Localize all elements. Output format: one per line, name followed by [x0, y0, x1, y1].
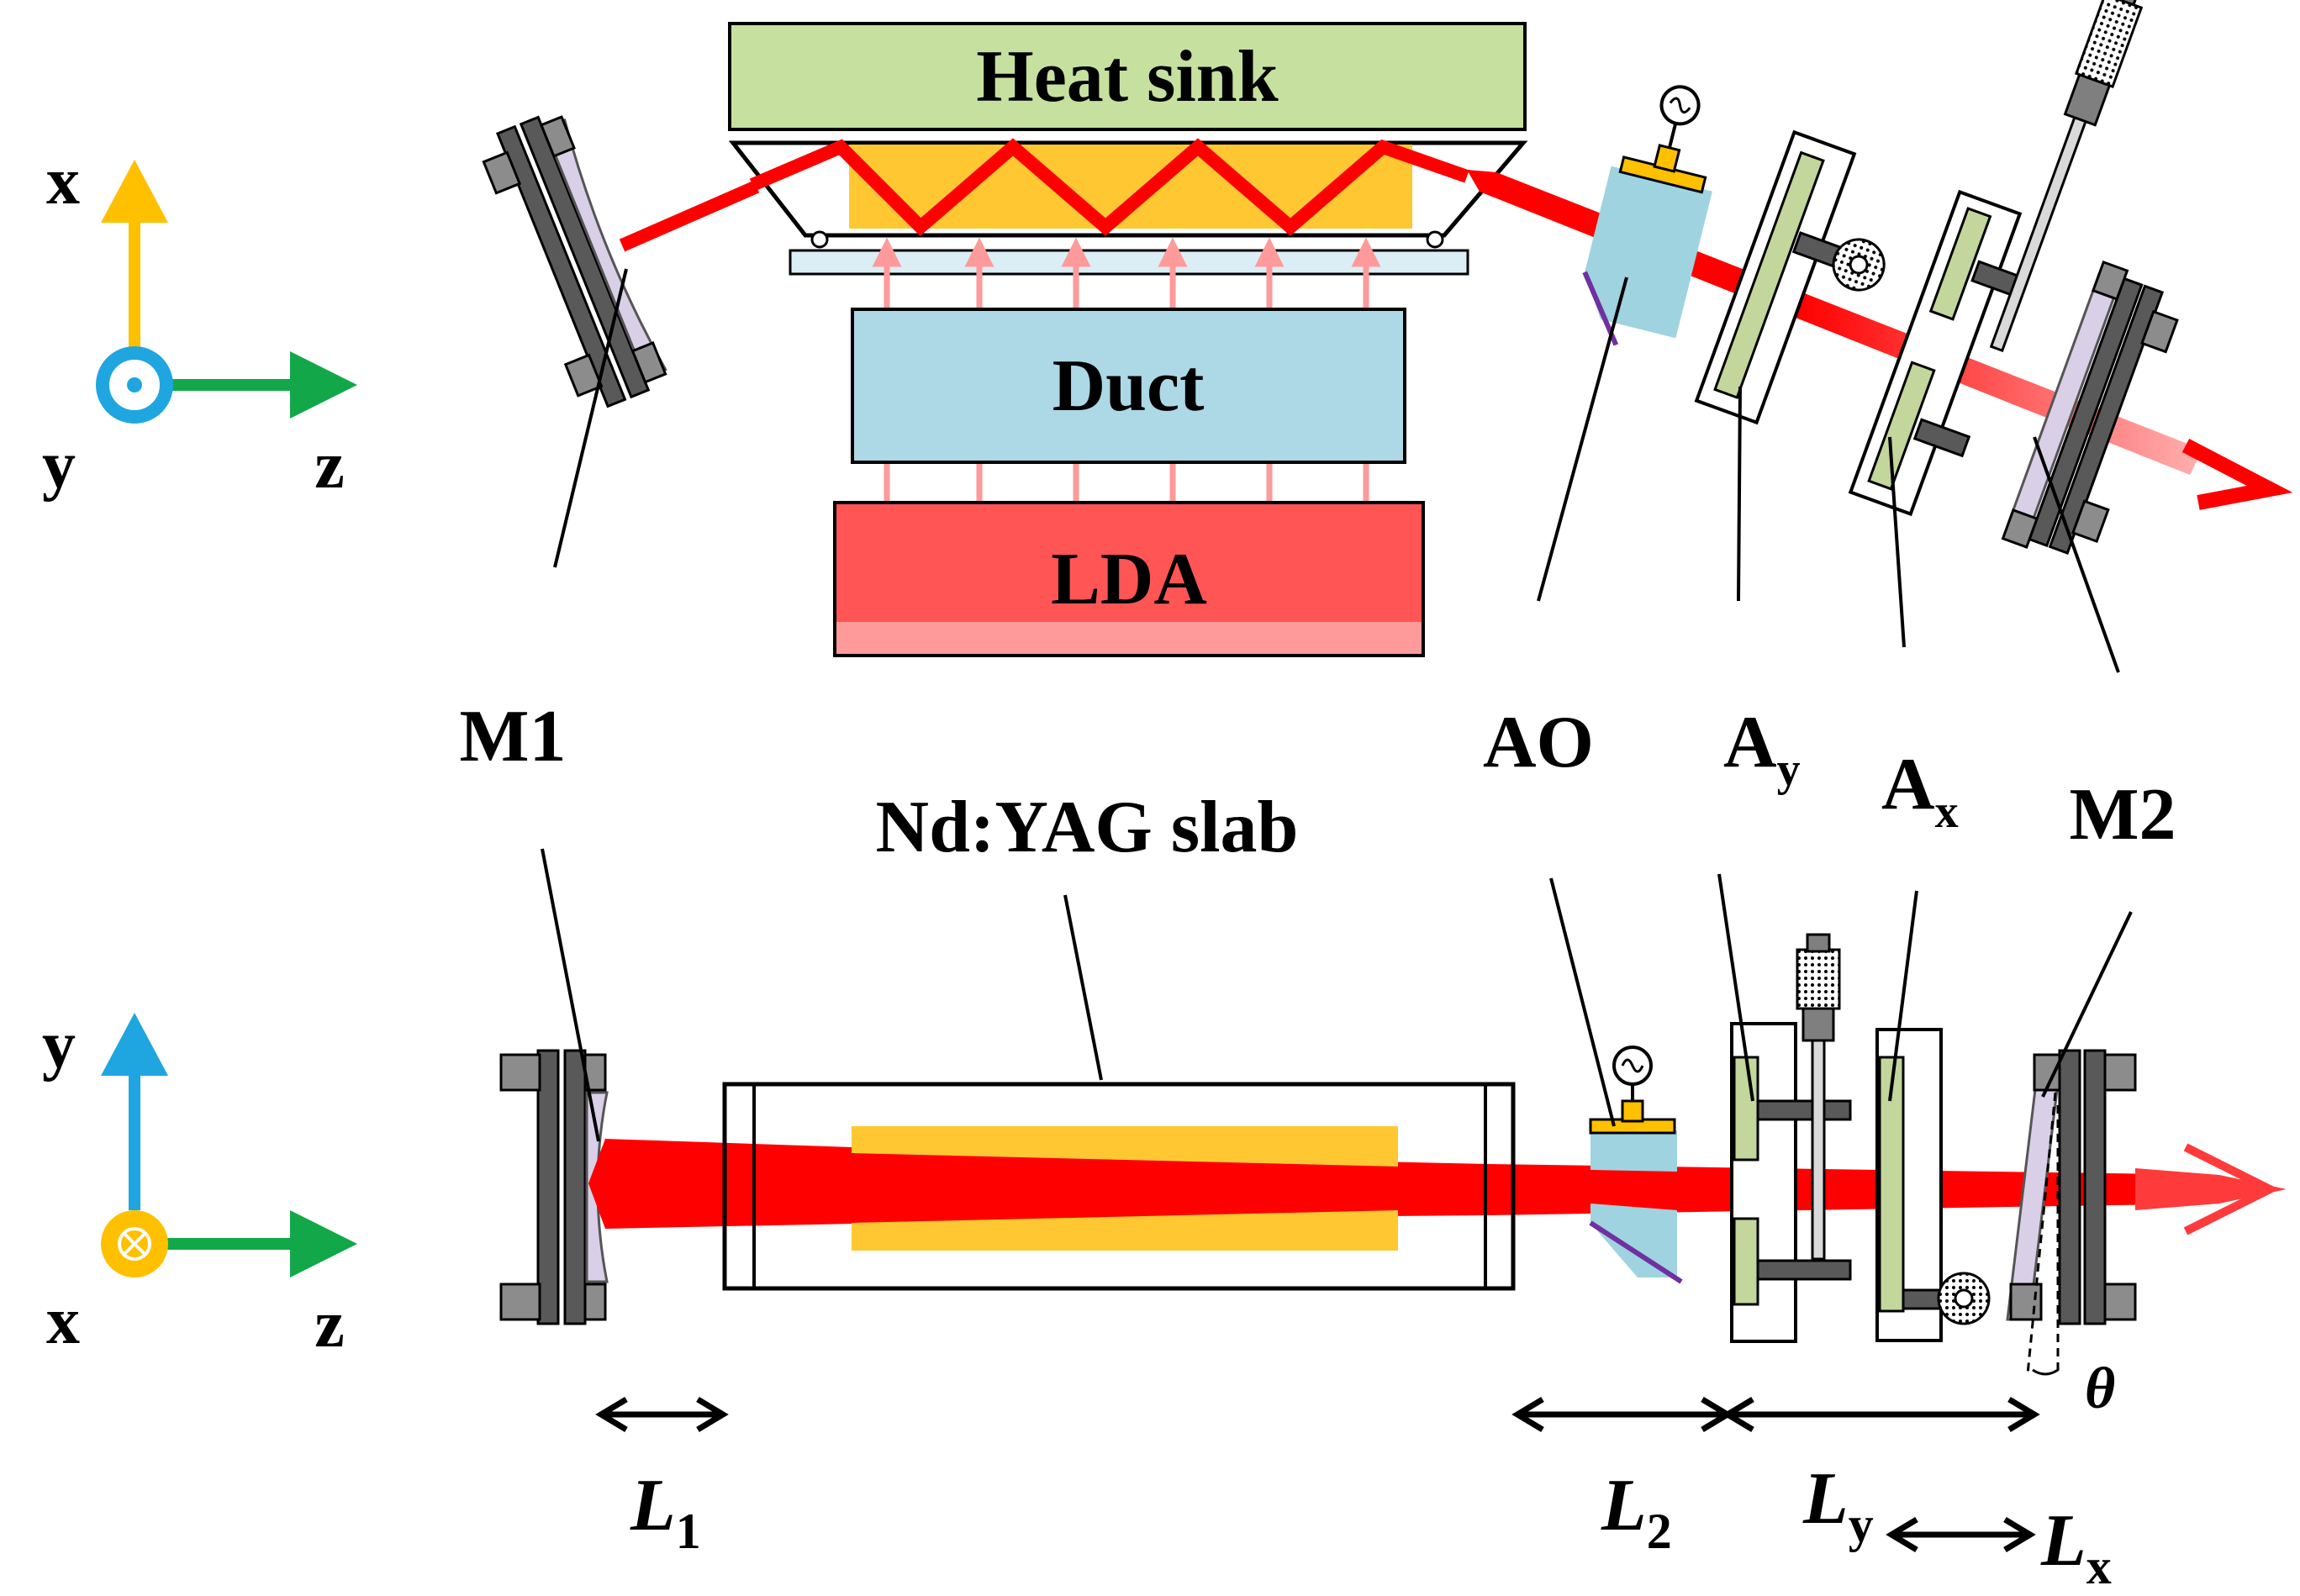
axis-label-y-top: y — [42, 429, 76, 503]
dim-label-l2: L2 — [1601, 1465, 1672, 1559]
slab-housing-bottom — [722, 1082, 1516, 1291]
label-m2: M2 — [2069, 774, 2176, 856]
label-m1: M1 — [459, 696, 566, 777]
output-arrow-top — [2181, 439, 2293, 510]
label-ay: Ay — [1723, 702, 1801, 796]
axes-top: x y z — [42, 145, 357, 503]
label-ao: AO — [1483, 702, 1594, 783]
dim-label-ly: Ly — [1802, 1458, 1874, 1552]
axis-label-y-bottom: y — [42, 1009, 76, 1082]
axis-label-x-bottom: x — [46, 1284, 80, 1358]
aperture-ay-bottom — [1730, 933, 1852, 1343]
axis-y-arrowhead-bottom — [101, 1013, 168, 1076]
theta-label: θ — [2085, 1356, 2115, 1421]
pointer-lines-bottom — [541, 848, 2133, 1142]
pointer-lines-top — [553, 268, 2120, 673]
dimension-arrows — [595, 1396, 2040, 1553]
label-nd-yag-slab: Nd:YAG slab — [876, 787, 1299, 868]
dim-label-l1: L1 — [630, 1465, 701, 1559]
duct-label: Duct — [1052, 345, 1205, 427]
ao-modulator-top — [1582, 85, 1712, 346]
mirror-m1-top — [482, 115, 667, 408]
beam-bottom — [588, 1139, 2219, 1229]
mirror-m2-top — [2001, 260, 2179, 555]
axis-label-z-bottom: z — [314, 1288, 345, 1362]
axis-x-arrowhead-top — [101, 160, 168, 223]
zigzag-beam-path — [749, 138, 1469, 236]
axis-label-x-top: x — [46, 145, 80, 219]
axes-bottom: y x z — [42, 1009, 357, 1362]
axis-label-z-top: z — [314, 429, 345, 503]
duct-block — [851, 308, 1406, 464]
heat-sink-block — [728, 22, 1527, 131]
beam-m1-to-slab — [619, 180, 760, 252]
label-ax: Ax — [1881, 744, 1959, 838]
aperture-ax-bottom — [1875, 1028, 1991, 1342]
dim-label-lx: Lx — [2040, 1500, 2112, 1594]
output-arrow-bottom — [2135, 1168, 2287, 1210]
lda-label: LDA — [1051, 539, 1207, 620]
heat-sink-label: Heat sink — [976, 36, 1278, 118]
mirror-m2-bottom — [2006, 1049, 2137, 1376]
aperture-ax-top — [1848, 0, 2144, 517]
aperture-ay-top — [1694, 129, 1886, 425]
axis-z-arrowhead-top — [290, 351, 357, 419]
axis-z-arrowhead-bottom — [290, 1210, 357, 1277]
